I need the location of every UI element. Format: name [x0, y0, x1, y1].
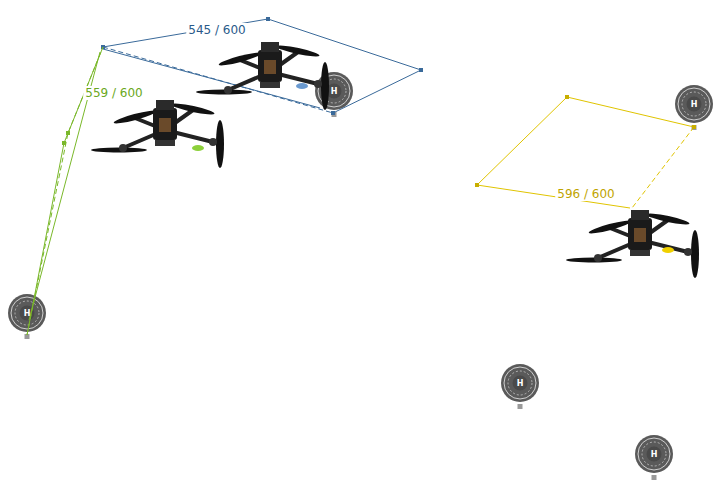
drone	[566, 210, 699, 278]
route-line	[103, 19, 421, 113]
drone-marker	[192, 145, 204, 151]
drone	[91, 100, 224, 168]
waypoints	[62, 131, 70, 145]
progress-counter: 596 / 600	[555, 187, 616, 201]
blue-route	[103, 19, 421, 113]
drone	[196, 42, 329, 110]
waypoints	[475, 95, 696, 187]
helipad	[635, 435, 673, 480]
progress-counter: 545 / 600	[186, 23, 247, 37]
route-dashed	[632, 127, 694, 208]
helipad	[501, 364, 539, 409]
helipad-letter: H	[651, 450, 658, 459]
drone-marker	[662, 247, 674, 253]
drone-marker	[296, 83, 308, 89]
helipad-letter: H	[517, 379, 524, 388]
progress-counter: 559 / 600	[83, 86, 144, 100]
helipad	[675, 85, 713, 130]
helipad	[8, 294, 46, 339]
helipad	[315, 72, 353, 117]
helipad-letter: H	[24, 309, 31, 318]
helipad-letter: H	[691, 100, 698, 109]
yellow-route	[477, 97, 694, 208]
route-line	[477, 97, 694, 208]
waypoints	[101, 17, 423, 115]
helipad-letter: H	[331, 87, 338, 96]
